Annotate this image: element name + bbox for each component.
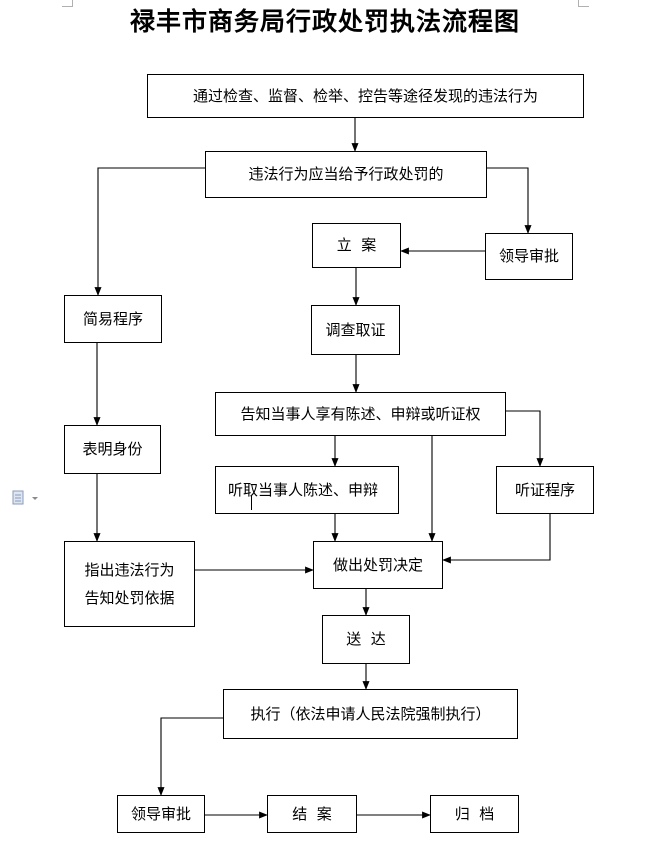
step-hear-statement: 听取当事人陈述、申辩	[215, 466, 399, 514]
step-point-out-line2: 告知处罚依据	[84, 589, 175, 607]
step-file-case: 立 案	[312, 223, 401, 268]
step-execute: 执行（依法申请人民法院强制执行）	[223, 689, 518, 739]
step-decide-label: 做出处罚决定	[332, 555, 423, 574]
arrow-to-hearing-procedure	[506, 410, 544, 467]
page-title: 禄丰市商务局行政处罚执法流程图	[129, 7, 520, 36]
arrow-hearing-to-decide	[442, 514, 551, 564]
step-leader-approve-bottom-label: 领导审批	[130, 804, 191, 823]
step-leader-approve-top-label: 领导审批	[498, 247, 559, 266]
document-options-icon[interactable]	[12, 490, 40, 510]
step-should-punish-label: 违法行为应当给予行政处罚的	[248, 165, 444, 184]
step-hearing-procedure-label: 听证程序	[514, 480, 575, 499]
step-notify-rights: 告知当事人享有陈述、申辩或听证权	[215, 392, 506, 436]
step-simple-procedure-label: 简易程序	[82, 309, 143, 328]
step-execute-label: 执行（依法申请人民法院强制执行）	[250, 704, 491, 723]
step-leader-approve-top: 领导审批	[485, 233, 573, 280]
step-leader-approve-bottom: 领导审批	[117, 795, 205, 833]
step-notify-rights-label: 告知当事人享有陈述、申辩或听证权	[240, 404, 481, 423]
step-archive: 归 档	[430, 795, 519, 833]
step-point-out: 指出违法行为 告知处罚依据	[64, 541, 195, 627]
step-file-case-label: 立 案	[336, 236, 377, 255]
step-discover: 通过检查、监督、检举、控告等途径发现的违法行为	[147, 74, 584, 118]
step-show-identity: 表明身份	[64, 425, 161, 474]
step-hear-statement-label: 听取当事人陈述、申辩	[228, 480, 379, 499]
step-simple-procedure: 简易程序	[64, 295, 162, 343]
step-should-punish: 违法行为应当给予行政处罚的	[205, 151, 487, 198]
step-deliver-label: 送 达	[346, 630, 386, 649]
step-decide: 做出处罚决定	[313, 541, 443, 589]
step-discover-label: 通过检查、监督、检举、控告等途径发现的违法行为	[192, 86, 538, 105]
arrow-to-leader-approve	[487, 167, 532, 234]
step-hearing-procedure: 听证程序	[496, 466, 594, 514]
step-investigate: 调查取证	[311, 305, 400, 355]
page-corner-mark-right	[578, 0, 589, 7]
step-close-case-label: 结 案	[292, 804, 332, 823]
step-close-case: 结 案	[267, 795, 357, 833]
page-corner-mark-left	[62, 0, 73, 7]
step-point-out-line1: 指出违法行为	[84, 560, 175, 579]
step-archive-label: 归 档	[454, 804, 495, 823]
text-cursor	[251, 496, 252, 510]
step-deliver: 送 达	[322, 615, 410, 664]
step-investigate-label: 调查取证	[325, 320, 386, 339]
arrow-execute-to-approve	[157, 717, 223, 796]
step-show-identity-label: 表明身份	[82, 440, 143, 459]
arrow-to-simple-procedure	[94, 167, 205, 296]
